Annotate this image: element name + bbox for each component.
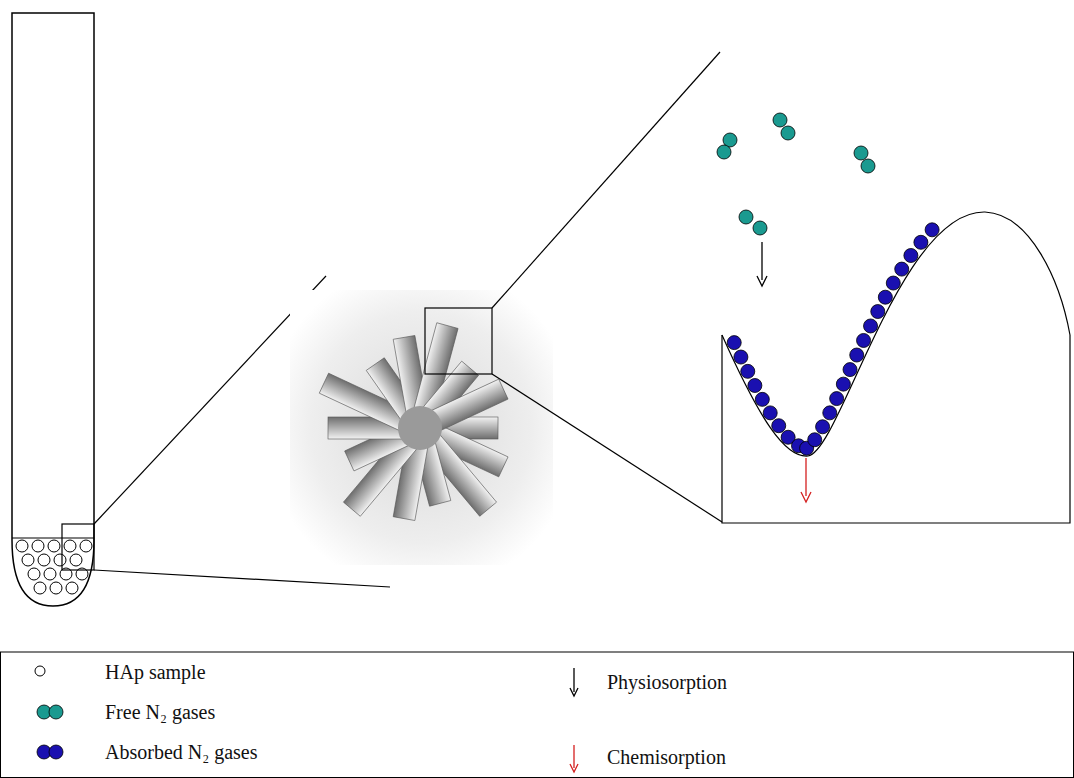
legend-text: Absorbed N₂ gases bbox=[105, 740, 258, 764]
sample-particle bbox=[66, 582, 78, 594]
sample-particle bbox=[22, 554, 34, 566]
adsorbed-molecule bbox=[772, 419, 786, 433]
zoom-line bbox=[94, 570, 390, 587]
zoom-box bbox=[62, 524, 94, 570]
legend-text: Chemisorption bbox=[607, 745, 726, 769]
adsorbed-molecule bbox=[925, 223, 939, 237]
legend-chemisorption-arrow bbox=[573, 745, 574, 768]
adsorbed-molecule bbox=[857, 333, 871, 347]
sample-particle bbox=[16, 540, 28, 552]
crystal-cluster bbox=[319, 323, 508, 521]
arrow-head bbox=[570, 764, 578, 772]
adsorbed-molecule bbox=[871, 305, 885, 319]
sample-particle bbox=[38, 554, 50, 566]
arrow-head bbox=[570, 688, 578, 696]
zoom-line bbox=[492, 374, 722, 522]
surface-frame bbox=[722, 335, 1070, 523]
sem-image bbox=[290, 290, 553, 565]
adsorbed-molecule bbox=[895, 262, 909, 276]
sample-particles bbox=[16, 540, 92, 594]
adsorbed-molecule bbox=[748, 378, 762, 392]
sample-particle bbox=[32, 540, 44, 552]
crystal-core bbox=[398, 406, 442, 450]
sample-particle bbox=[48, 540, 60, 552]
surface-curve bbox=[722, 212, 1070, 456]
adsorbed-molecule bbox=[763, 406, 777, 420]
adsorbed-molecule bbox=[830, 392, 844, 406]
sample-level bbox=[12, 538, 94, 539]
legend-text: Physiosorption bbox=[607, 670, 727, 694]
legend-text: HAp sample bbox=[105, 660, 206, 684]
test-tube bbox=[12, 13, 94, 606]
sample-particle bbox=[44, 568, 56, 580]
adsorbed-molecule bbox=[823, 406, 837, 420]
sample-particle bbox=[70, 554, 82, 566]
legend-free-symbol bbox=[49, 705, 63, 719]
adsorbed-molecule bbox=[741, 364, 755, 378]
legend-sample-symbol bbox=[35, 666, 45, 676]
adsorbed-molecule bbox=[727, 336, 741, 350]
zoom-line bbox=[492, 52, 720, 308]
legend-physisorption-arrow bbox=[573, 668, 574, 692]
legend-text: Free N₂ gases bbox=[105, 700, 215, 724]
adsorbed-molecule bbox=[914, 235, 928, 249]
arrow-head bbox=[757, 276, 767, 286]
sample-particle bbox=[80, 540, 92, 552]
adsorbed-molecule bbox=[843, 363, 857, 377]
arrow-head bbox=[801, 492, 811, 502]
sample-particle bbox=[34, 582, 46, 594]
adsorbed-molecule bbox=[734, 350, 748, 364]
adsorbed-molecule bbox=[864, 319, 878, 333]
adsorbed-molecule bbox=[886, 276, 900, 290]
free-molecules bbox=[717, 113, 875, 235]
sample-particle bbox=[50, 582, 62, 594]
adsorbed-molecule bbox=[808, 433, 822, 447]
adsorbed-molecule bbox=[755, 392, 769, 406]
adsorbed-molecule bbox=[836, 377, 850, 391]
sample-particle bbox=[54, 554, 66, 566]
physisorption-arrow bbox=[761, 242, 762, 280]
legend-frame bbox=[1, 652, 1074, 778]
adsorbed-molecules bbox=[727, 223, 939, 455]
sample-particle bbox=[28, 568, 40, 580]
adsorbed-molecule bbox=[904, 248, 918, 262]
adsorbed-molecule bbox=[816, 420, 830, 434]
legend-adsorbed-symbol bbox=[49, 745, 63, 759]
adsorbed-molecule bbox=[850, 348, 864, 362]
zoom-box bbox=[425, 308, 492, 374]
adsorbed-molecule bbox=[878, 290, 892, 304]
chemisorption-arrow bbox=[805, 458, 806, 496]
sample-particle bbox=[64, 540, 76, 552]
